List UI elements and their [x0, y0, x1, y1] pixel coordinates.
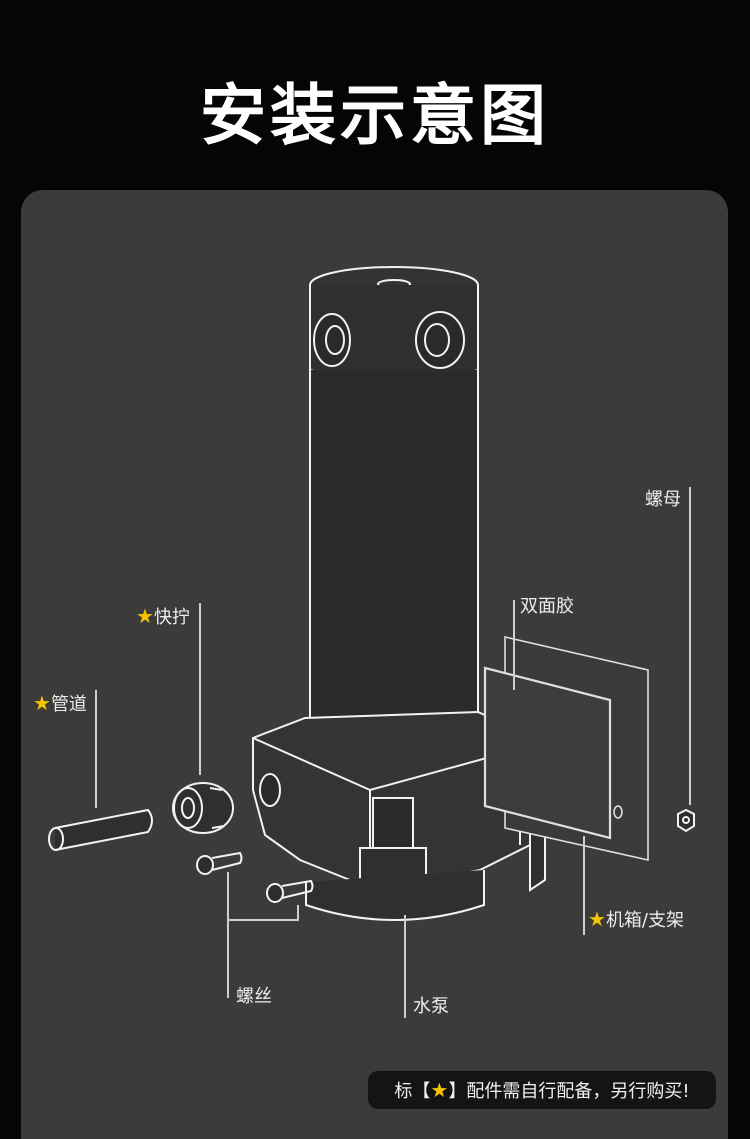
label-pump: 水泵: [413, 996, 449, 1017]
footnote-badge: 标【★】配件需自行配备，另行购买!: [368, 1071, 716, 1109]
label-fitting-text: 快拧: [153, 607, 190, 628]
nut-shape: [677, 808, 695, 833]
pump-inlet: [259, 773, 281, 807]
footnote-prefix: 标【: [394, 1081, 431, 1102]
page-title: 安装示意图: [200, 77, 550, 154]
star-icon: ★: [33, 691, 51, 715]
reservoir-tube: [309, 370, 479, 749]
screw-1-head: [196, 855, 214, 875]
label-tube: ★管道: [33, 690, 87, 716]
label-screw: 螺丝: [236, 986, 272, 1007]
label-tube-text: 管道: [50, 694, 87, 715]
label-chassis-text: 机箱/支架: [605, 910, 685, 931]
pump-base: [305, 870, 485, 921]
cap-port-right: [415, 311, 465, 369]
star-icon: ★: [136, 604, 154, 628]
label-fitting: ★快拧: [136, 603, 190, 629]
label-chassis-bracket: ★机箱/支架: [588, 906, 684, 932]
screw-2-head: [266, 883, 284, 903]
tube-body: [54, 808, 153, 851]
footnote-suffix: 】配件需自行配备，另行购买!: [448, 1081, 690, 1102]
label-nut: 螺母: [645, 489, 681, 510]
label-double-sided-tape: 双面胶: [520, 596, 574, 617]
cap-port-left: [313, 313, 351, 367]
tape-pad: [483, 666, 612, 840]
star-icon: ★: [430, 1078, 449, 1102]
star-icon: ★: [588, 907, 606, 931]
